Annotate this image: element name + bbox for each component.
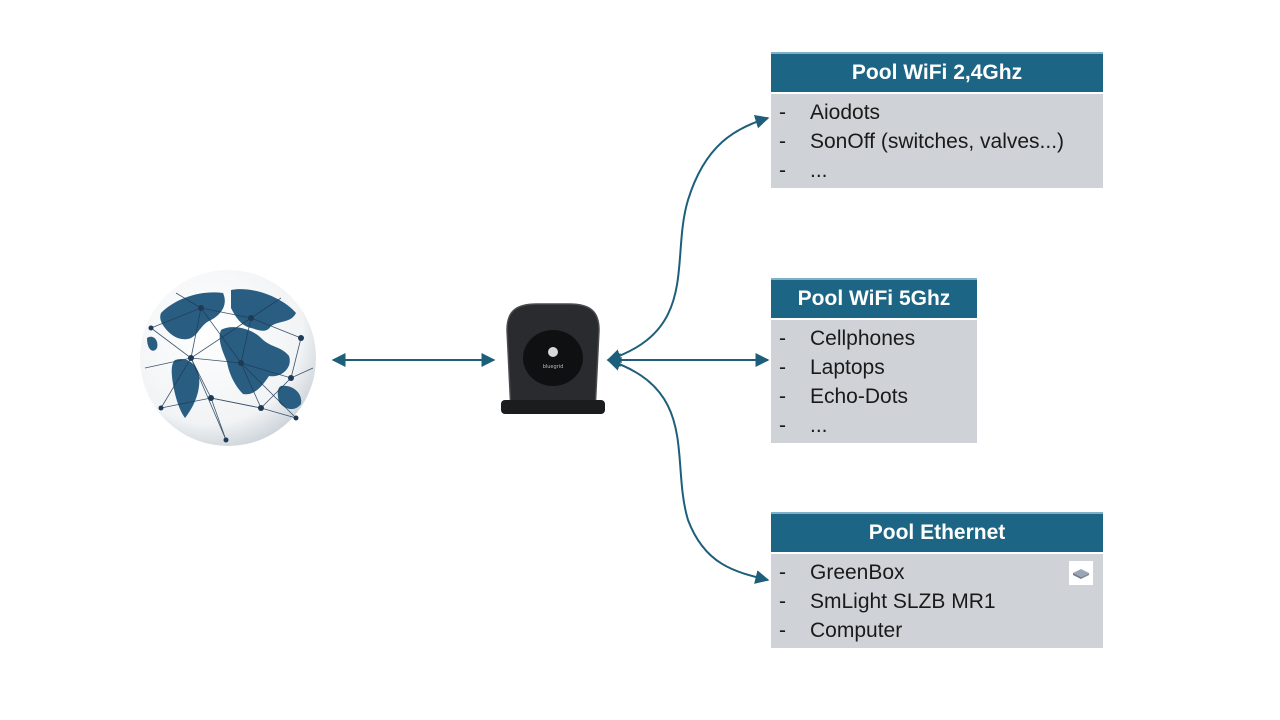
pool-wifi-5-title: Pool WiFi 5Ghz [771, 278, 977, 318]
pool-wifi-24-list: -Aiodots -SonOff (switches, valves...) -… [771, 94, 1103, 188]
router-brand-label: bluegrid [543, 364, 564, 370]
list-item: -Cellphones [779, 327, 916, 350]
connector-router-wifi24 [606, 114, 770, 363]
list-item: -SmLight SLZB MR1 [779, 590, 996, 613]
list-item: -... [779, 159, 828, 182]
list-item: -... [779, 414, 828, 437]
pool-ethernet-box: Pool Ethernet -GreenBox -SmLight SLZB MR… [771, 512, 1103, 648]
globe-network-icon [140, 270, 316, 446]
connector-router-ethernet [606, 357, 770, 584]
pool-wifi-24-box: Pool WiFi 2,4Ghz -Aiodots -SonOff (switc… [771, 52, 1103, 188]
chip-device-icon [1069, 561, 1093, 585]
list-item: -Computer [779, 619, 903, 642]
list-item: -Aiodots [779, 101, 881, 124]
pool-wifi-5-list: -Cellphones -Laptops -Echo-Dots -... [771, 320, 977, 443]
list-item: -SonOff (switches, valves...) [779, 130, 1065, 153]
pool-ethernet-title: Pool Ethernet [771, 512, 1103, 552]
list-item: -Echo-Dots [779, 385, 909, 408]
pool-wifi-24-title: Pool WiFi 2,4Ghz [771, 52, 1103, 92]
router-device-icon: bluegrid [501, 303, 605, 414]
pool-ethernet-list: -GreenBox -SmLight SLZB MR1 -Computer [771, 554, 1103, 648]
list-item: -Laptops [779, 356, 885, 379]
list-item: -GreenBox [771, 558, 1103, 587]
pool-wifi-5-box: Pool WiFi 5Ghz -Cellphones -Laptops -Ech… [771, 278, 977, 443]
